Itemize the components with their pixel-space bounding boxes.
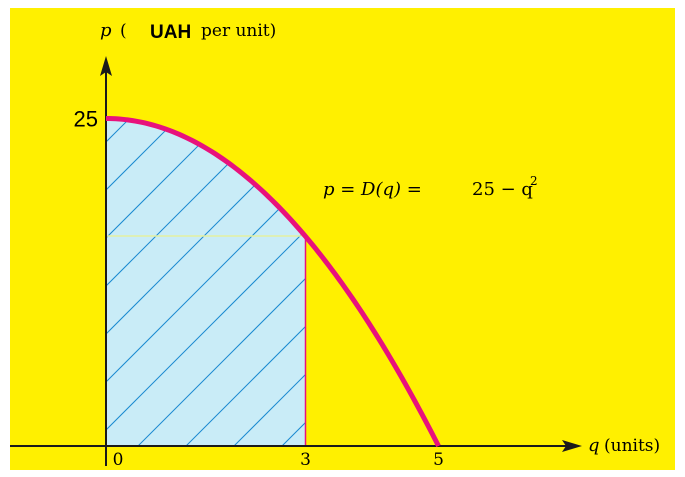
x-axis-symbol: q bbox=[588, 435, 600, 456]
hatch-line bbox=[281, 118, 306, 446]
hatch-line bbox=[522, 106, 675, 446]
hatch-line bbox=[330, 106, 670, 446]
hatch-line bbox=[378, 106, 675, 446]
hatch-line bbox=[106, 118, 306, 446]
hatch-line bbox=[106, 118, 306, 446]
x-axis-arrow bbox=[562, 440, 582, 452]
function-label-rhs: 25 − q bbox=[472, 179, 533, 200]
hatch-line bbox=[10, 106, 94, 446]
x-axis-label: (units) bbox=[604, 436, 660, 456]
chart-canvas: 0 3 5 25 q (units) p ( UAH per unit) p =… bbox=[10, 8, 675, 470]
y-axis-arrow bbox=[100, 56, 112, 76]
shaded-region-hatch bbox=[10, 106, 675, 446]
hatch-line bbox=[106, 118, 239, 446]
demand-curve-chart: 0 3 5 25 q (units) p ( UAH per unit) p =… bbox=[10, 20, 675, 470]
hatch-line bbox=[137, 118, 306, 446]
y-axis-symbol: p bbox=[100, 20, 112, 41]
y-tick-label-25: 25 bbox=[74, 107, 98, 132]
x-tick-label-3: 3 bbox=[300, 450, 311, 470]
x-tick-label-0: 0 bbox=[113, 450, 124, 470]
hatch-line bbox=[570, 106, 675, 446]
function-label-lhs: p = D(q) = bbox=[323, 179, 422, 200]
function-label-exponent: 2 bbox=[530, 174, 538, 188]
y-axis-currency: UAH bbox=[150, 22, 191, 43]
x-tick-label-5: 5 bbox=[433, 450, 444, 470]
hatch-line bbox=[233, 118, 306, 446]
hatch-line bbox=[426, 106, 675, 446]
y-axis-label-rest: per unit) bbox=[201, 21, 276, 41]
hatch-line bbox=[474, 106, 675, 446]
hatch-line bbox=[106, 118, 191, 446]
demand-curve bbox=[105, 116, 441, 448]
hatch-line bbox=[10, 106, 46, 446]
y-axis-label-open: ( bbox=[120, 21, 127, 41]
hatch-line bbox=[185, 118, 306, 446]
